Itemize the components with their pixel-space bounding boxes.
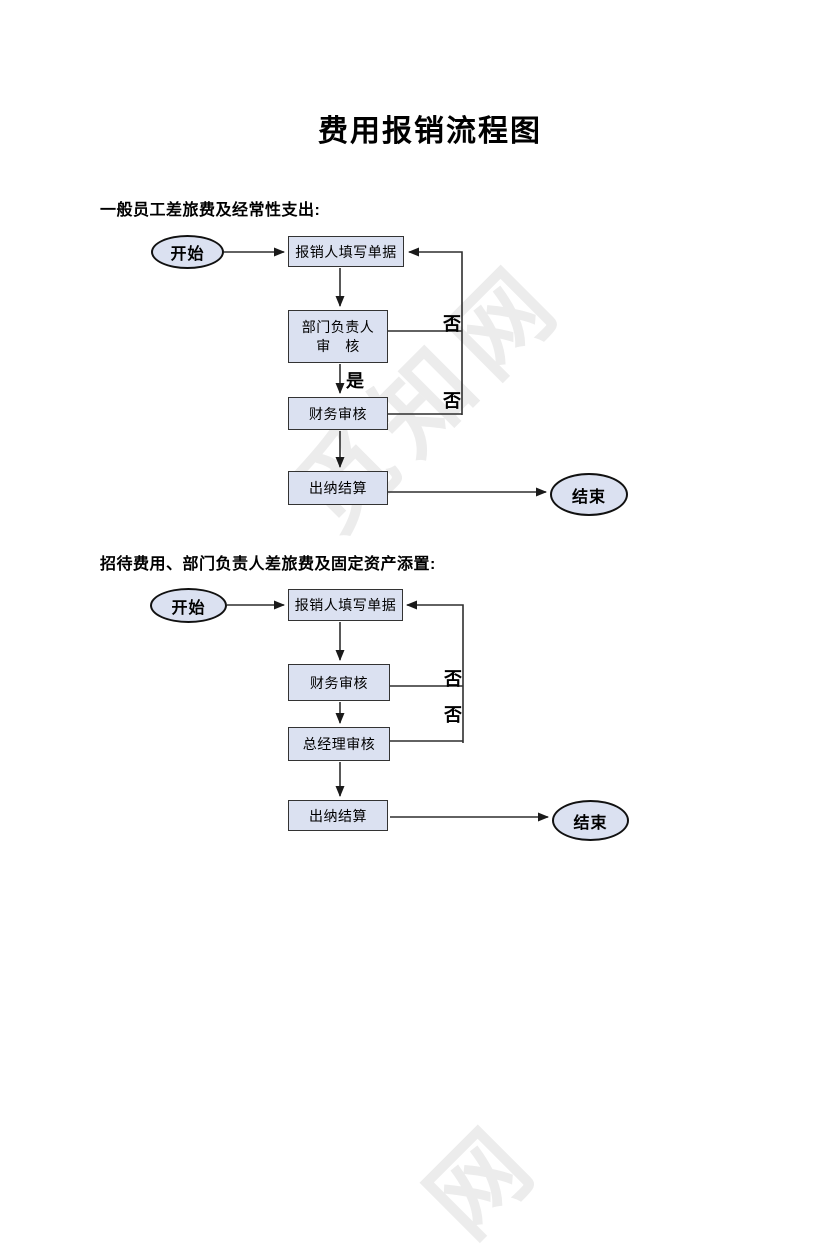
section-1-heading: 一般员工差旅费及经常性支出: <box>100 202 321 219</box>
flow2-cashier-settle-node: 出纳结算 <box>288 800 388 831</box>
flow1-yes-label: 是 <box>346 371 364 391</box>
flow2-no-label-1: 否 <box>444 669 462 689</box>
flow1-dept-review-node: 部门负责人 审 核 <box>288 310 388 363</box>
flow1-fill-form-node: 报销人填写单据 <box>288 236 404 267</box>
flow1-no-label-1: 否 <box>443 314 461 334</box>
page-title: 费用报销流程图 <box>318 115 542 148</box>
flow1-no-label-2: 否 <box>443 391 461 411</box>
flow1-finance-review-node: 财务审核 <box>288 397 388 430</box>
flow2-finance-review-node: 财务审核 <box>288 664 390 701</box>
flow1-dept-review-line2: 审 核 <box>316 337 360 354</box>
flow2-start-node: 开始 <box>150 588 227 623</box>
flow2-fill-form-node: 报销人填写单据 <box>288 589 403 621</box>
flow1-start-node: 开始 <box>151 235 224 269</box>
flow2-end-node: 结束 <box>552 800 629 841</box>
flow2-no-label-2: 否 <box>444 705 462 725</box>
flow-connectors-svg <box>224 247 549 822</box>
flow1-end-node: 结束 <box>550 473 628 516</box>
document-page: 觅知网 网 费用报销流程图 一般员工差旅费及经常性支出: 招待费用、部门负责人差… <box>100 115 629 1256</box>
flow1-cashier-settle-node: 出纳结算 <box>288 471 388 505</box>
flow1-dept-review-line1: 部门负责人 <box>301 318 375 335</box>
flow2-gm-review-node: 总经理审核 <box>288 727 390 761</box>
section-2-heading: 招待费用、部门负责人差旅费及固定资产添置: <box>100 556 436 573</box>
